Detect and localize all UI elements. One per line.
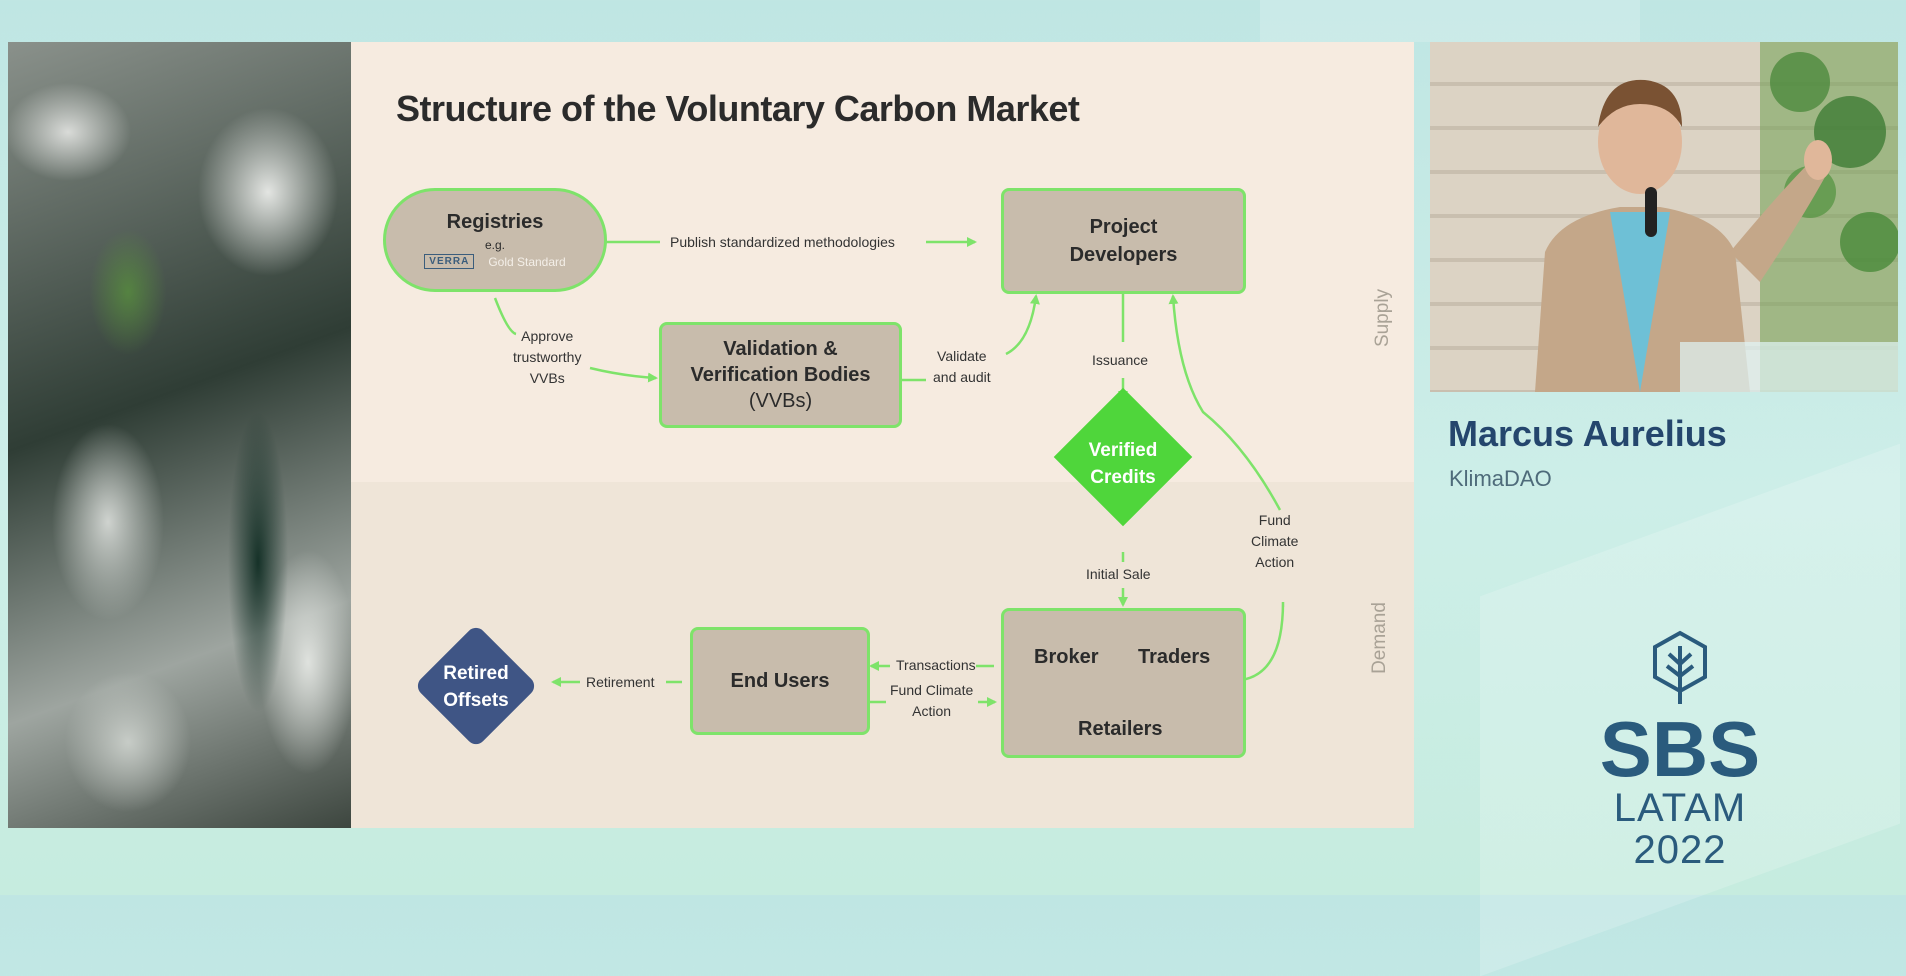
event-line3: 2022: [1633, 828, 1727, 872]
retired-offsets-label: Retired Offsets: [416, 660, 536, 714]
project-developers-node: Project Developers: [1001, 188, 1246, 294]
edge-approve-b: [589, 366, 658, 383]
verified-credits-label: Verified Credits: [1063, 437, 1183, 491]
speaker-video: [1430, 42, 1898, 392]
demand-label: Demand: [1368, 602, 1390, 674]
edge-validate-b: [1005, 294, 1040, 356]
event-line2: LATAM: [1613, 786, 1747, 830]
label-fund-right-line3: Action: [1255, 554, 1295, 570]
event-logo: SBS LATAM 2022: [1580, 630, 1780, 870]
label-issuance: Issuance: [1092, 352, 1149, 368]
end-users-label: End Users: [730, 669, 830, 692]
speaker-org: KlimaDAO: [1449, 466, 1552, 491]
vvb-line3: (VVBs): [748, 390, 813, 412]
vvb-line1: Validation &: [723, 338, 838, 360]
label-retirement: Retirement: [586, 674, 655, 690]
edge-fund-right-b: [1168, 294, 1282, 511]
label-fund-bottom-line1: Fund Climate: [890, 682, 974, 698]
registries-example: e.g.: [484, 238, 505, 252]
label-validate-line2: and audit: [933, 369, 991, 385]
broker-label: Broker: [1034, 646, 1099, 668]
verified-credits-line1: Verified: [1088, 440, 1158, 461]
leaf-hexagon-icon: [1653, 630, 1707, 704]
gold-standard-logo: Gold Standard: [488, 254, 566, 269]
label-fund-right: Fund Climate Action: [1251, 510, 1298, 573]
canyon-photo: [8, 42, 351, 828]
market-node: [1001, 608, 1246, 758]
traders-label: Traders: [1138, 646, 1211, 668]
presentation-slide: Structure of the Voluntary Carbon Market: [8, 42, 1414, 828]
event-line1: SBS: [1599, 705, 1761, 793]
registries-title: Registries: [446, 211, 544, 233]
end-users-node: End Users: [690, 627, 870, 735]
label-transactions: Transactions: [896, 657, 976, 673]
edge-fund-right-a: [1240, 601, 1285, 682]
vvb-line2: Verification Bodies: [690, 364, 871, 386]
speaker-name: Marcus Aurelius: [1448, 413, 1727, 454]
label-approve-line1: Approve: [521, 328, 574, 344]
label-fund-right-line2: Climate: [1251, 533, 1299, 549]
slide-title: Structure of the Voluntary Carbon Market: [396, 88, 1080, 129]
label-fund-bottom: Fund Climate Action: [890, 680, 973, 722]
retailers-label: Retailers: [1078, 718, 1163, 740]
registries-node: Registries e.g. VERRA Gold Standard: [383, 188, 607, 292]
vvb-node: Validation & Verification Bodies (VVBs): [659, 322, 902, 428]
label-validate: Validate and audit: [933, 346, 991, 388]
verra-logo: VERRA: [424, 254, 475, 269]
retired-offsets-line2: Offsets: [443, 690, 509, 711]
label-approve-line2: trustworthy: [513, 349, 582, 365]
retired-offsets-line1: Retired: [443, 663, 509, 684]
label-initial-sale: Initial Sale: [1086, 566, 1151, 582]
label-approve-line3: VVBs: [529, 370, 565, 386]
project-developers-line1: Project: [1089, 216, 1158, 238]
verified-credits-line2: Credits: [1090, 467, 1156, 488]
supply-label: Supply: [1372, 288, 1394, 348]
speaker-figure: [1535, 42, 1898, 392]
project-developers-line2: Developers: [1069, 244, 1178, 266]
label-validate-line1: Validate: [937, 348, 987, 364]
label-approve: Approve trustworthy VVBs: [513, 326, 581, 389]
label-publish: Publish standardized methodologies: [670, 234, 895, 250]
label-fund-right-line1: Fund: [1258, 512, 1291, 528]
edge-approve-a: [493, 297, 517, 336]
registries-logos: VERRA Gold Standard: [424, 254, 566, 269]
label-fund-bottom-line2: Action: [912, 703, 952, 719]
